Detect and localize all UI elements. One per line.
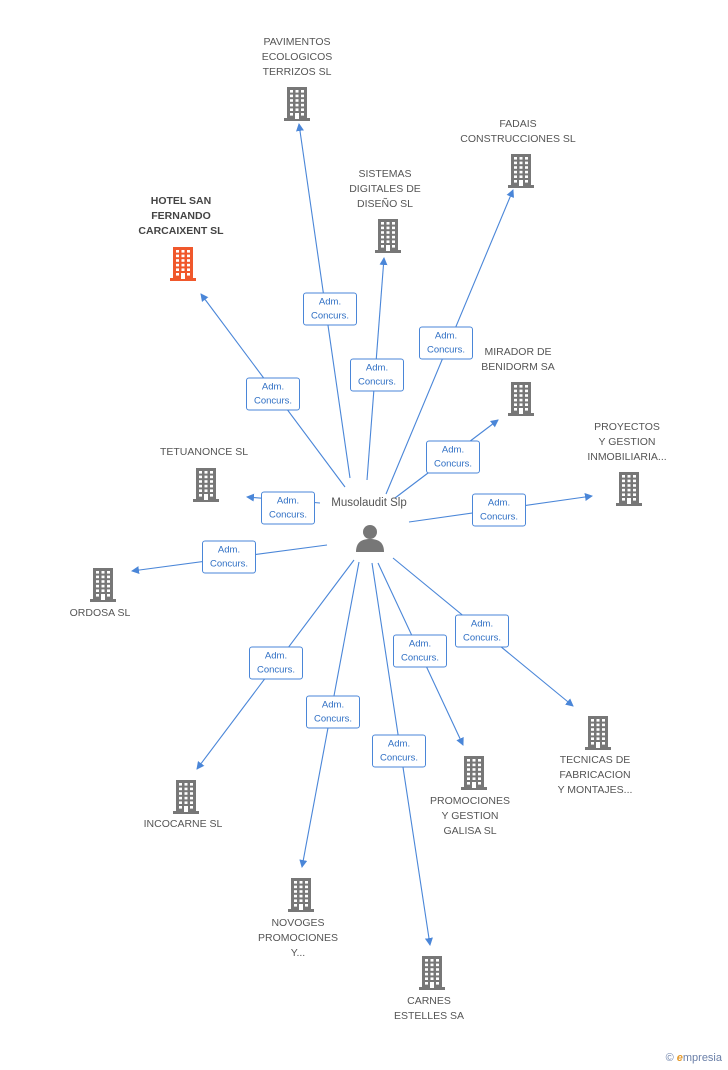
copyright-mark: © [665, 1052, 674, 1064]
node-label-tecnicas[interactable]: TECNICAS DE FABRICACION Y MONTAJES... [557, 754, 633, 796]
relation-line1: Adm. [487, 497, 511, 508]
relation-line1: Adm. [441, 444, 465, 455]
relation-line2: Concurs. [256, 664, 295, 675]
node-label-mirador[interactable]: MIRADOR DE BENIDORM SA [481, 346, 555, 373]
node-label-ordosa[interactable]: ORDOSA SL [69, 607, 131, 619]
relation-line1: Adm. [321, 699, 345, 710]
node-label-promociones[interactable]: PROMOCIONES Y GESTION GALISA SL [430, 795, 510, 837]
building-icon[interactable] [506, 152, 536, 188]
relation-line1: Adm. [434, 330, 458, 341]
brand-logo-e: e [676, 1052, 683, 1064]
building-icon[interactable] [286, 876, 316, 912]
node-label-hotel[interactable]: HOTEL SAN FERNANDO CARCAIXENT SL [138, 195, 224, 237]
building-icon[interactable] [171, 778, 201, 814]
relation-badge-incocarne[interactable]: Adm. Concurs. [249, 646, 303, 680]
building-icon[interactable] [506, 380, 536, 416]
relation-line1: Adm. [365, 362, 389, 373]
node-label-fadais[interactable]: FADAIS CONSTRUCCIONES SL [460, 118, 576, 145]
relation-line1: Adm. [264, 650, 288, 661]
relation-line2: Concurs. [426, 344, 465, 355]
relation-line1: Adm. [261, 381, 285, 392]
relation-line1: Adm. [470, 618, 494, 629]
relation-line2: Concurs. [400, 652, 439, 663]
relation-badge-carnes[interactable]: Adm. Concurs. [372, 734, 426, 768]
relation-line2: Concurs. [462, 632, 501, 643]
center-label: Musolaudit Slp [331, 497, 407, 509]
relation-badge-fadais[interactable]: Adm. Concurs. [419, 326, 473, 360]
building-icon[interactable] [583, 714, 613, 750]
relation-badge-promociones[interactable]: Adm. Concurs. [393, 634, 447, 668]
relation-line2: Concurs. [479, 511, 518, 522]
relation-line1: Adm. [387, 738, 411, 749]
node-label-pavimentos[interactable]: PAVIMENTOS ECOLOGICOS TERRIZOS SL [261, 36, 333, 78]
node-label-carnes[interactable]: CARNES ESTELLES SA [393, 995, 465, 1022]
node-label-proyectos[interactable]: PROYECTOS Y GESTION INMOBILIARIA... [587, 421, 667, 463]
building-icon[interactable] [373, 217, 403, 253]
relation-line2: Concurs. [268, 509, 307, 520]
relation-badge-tetuanonce[interactable]: Adm. Concurs. [261, 491, 315, 525]
relation-line2: Concurs. [310, 310, 349, 321]
node-label-tetuanonce[interactable]: TETUANONCE SL [159, 446, 249, 458]
relation-badge-sistemas[interactable]: Adm. Concurs. [350, 358, 404, 392]
relation-badge-tecnicas[interactable]: Adm. Concurs. [455, 614, 509, 648]
footer-brand: © empresia [666, 1052, 722, 1064]
relation-badge-hotel[interactable]: Adm. Concurs. [246, 377, 300, 411]
node-label-novoges[interactable]: NOVOGES PROMOCIONES Y... [258, 917, 338, 959]
relation-line1: Adm. [318, 296, 342, 307]
node-label-sistemas[interactable]: SISTEMAS DIGITALES DE DISEÑO SL [349, 168, 421, 210]
relation-line1: Adm. [276, 495, 300, 506]
relation-line2: Concurs. [209, 558, 248, 569]
building-icon[interactable] [191, 466, 221, 502]
building-icon[interactable] [88, 566, 118, 602]
person-icon[interactable] [355, 523, 385, 553]
relation-line2: Concurs. [253, 395, 292, 406]
relation-badge-novoges[interactable]: Adm. Concurs. [306, 695, 360, 729]
relation-badge-mirador[interactable]: Adm. Concurs. [426, 440, 480, 474]
relation-badge-ordosa[interactable]: Adm. Concurs. [202, 540, 256, 574]
relation-line1: Adm. [408, 638, 432, 649]
node-label-incocarne[interactable]: INCOCARNE SL [143, 818, 223, 830]
relation-line2: Concurs. [379, 752, 418, 763]
relation-line2: Concurs. [433, 458, 472, 469]
building-icon[interactable] [282, 85, 312, 121]
relation-badge-pavimentos[interactable]: Adm. Concurs. [303, 292, 357, 326]
building-icon[interactable] [614, 470, 644, 506]
relation-line1: Adm. [217, 544, 241, 555]
building-icon[interactable] [168, 245, 198, 281]
building-icon[interactable] [417, 954, 447, 990]
relation-badge-proyectos[interactable]: Adm. Concurs. [472, 493, 526, 527]
relation-line2: Concurs. [313, 713, 352, 724]
relation-line2: Concurs. [357, 376, 396, 387]
building-icon[interactable] [459, 754, 489, 790]
brand-logo-text: mpresia [682, 1052, 722, 1064]
